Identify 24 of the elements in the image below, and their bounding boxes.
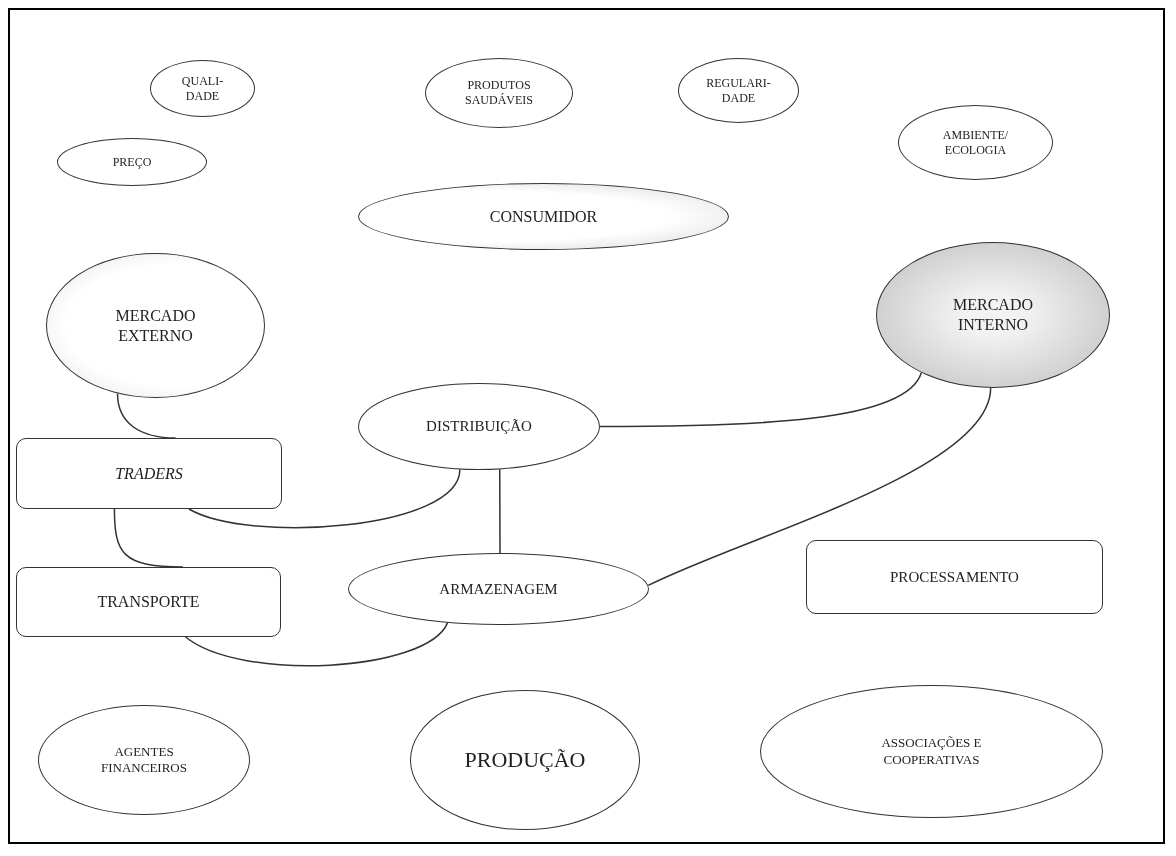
rounded-box — [16, 567, 281, 637]
node-label: MERCADO INTERNO — [952, 295, 1034, 335]
connector-line — [647, 387, 992, 587]
node-label: ARMAZENAGEM — [439, 579, 558, 599]
node-label: QUALI- DADE — [180, 73, 225, 104]
node-label: PRODUTOS SAUDÁVEIS — [464, 78, 534, 108]
connector-line — [184, 622, 449, 667]
node-label: PROCESSAMENTO — [890, 567, 1019, 587]
node-label: PREÇO — [112, 154, 152, 170]
node-label: AGENTES FINANCEIROS — [100, 743, 188, 777]
node-label: MERCADO EXTERNO — [114, 305, 197, 346]
connector-line — [188, 468, 461, 529]
connector-line — [499, 468, 501, 554]
node-label: REGULARI- DADE — [705, 75, 772, 106]
node-label: DISTRIBUIÇÃO — [426, 417, 532, 436]
node-label: TRADERS — [115, 463, 183, 484]
node-label: CONSUMIDOR — [489, 206, 598, 227]
rounded-box — [16, 438, 282, 509]
rounded-box — [806, 540, 1103, 614]
node-label: ASSOCIAÇÕES E COOPERATIVAS — [880, 735, 983, 768]
connector-line — [599, 371, 923, 428]
node-label: PRODUÇÃO — [464, 746, 586, 774]
node-label: AMBIENTE/ ECOLOGIA — [941, 127, 1010, 158]
node-label: TRANSPORTE — [97, 592, 200, 612]
